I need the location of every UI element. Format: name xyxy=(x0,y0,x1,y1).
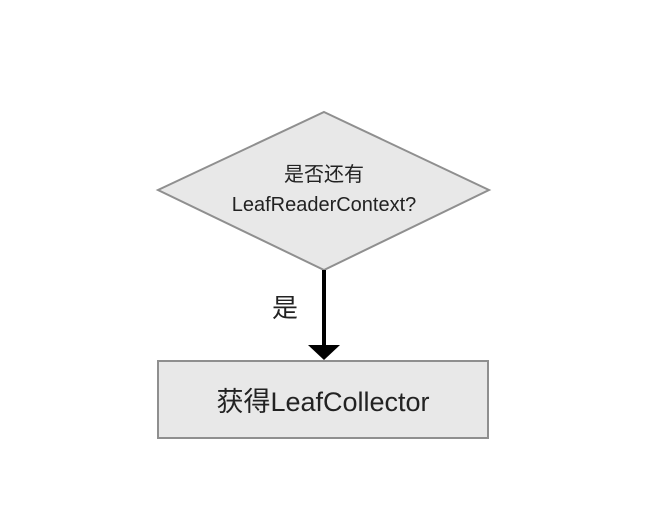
process-box: 获得LeafCollector xyxy=(157,360,489,439)
decision-label: 是否还有 LeafReaderContext? xyxy=(158,160,490,220)
arrow-down-icon xyxy=(308,345,340,360)
edge-label-yes: 是 xyxy=(272,294,299,324)
decision-label-line1: 是否还有 xyxy=(284,164,364,186)
process-label: 获得LeafCollector xyxy=(216,387,430,417)
decision-label-line2: LeafReaderContext? xyxy=(231,194,417,216)
